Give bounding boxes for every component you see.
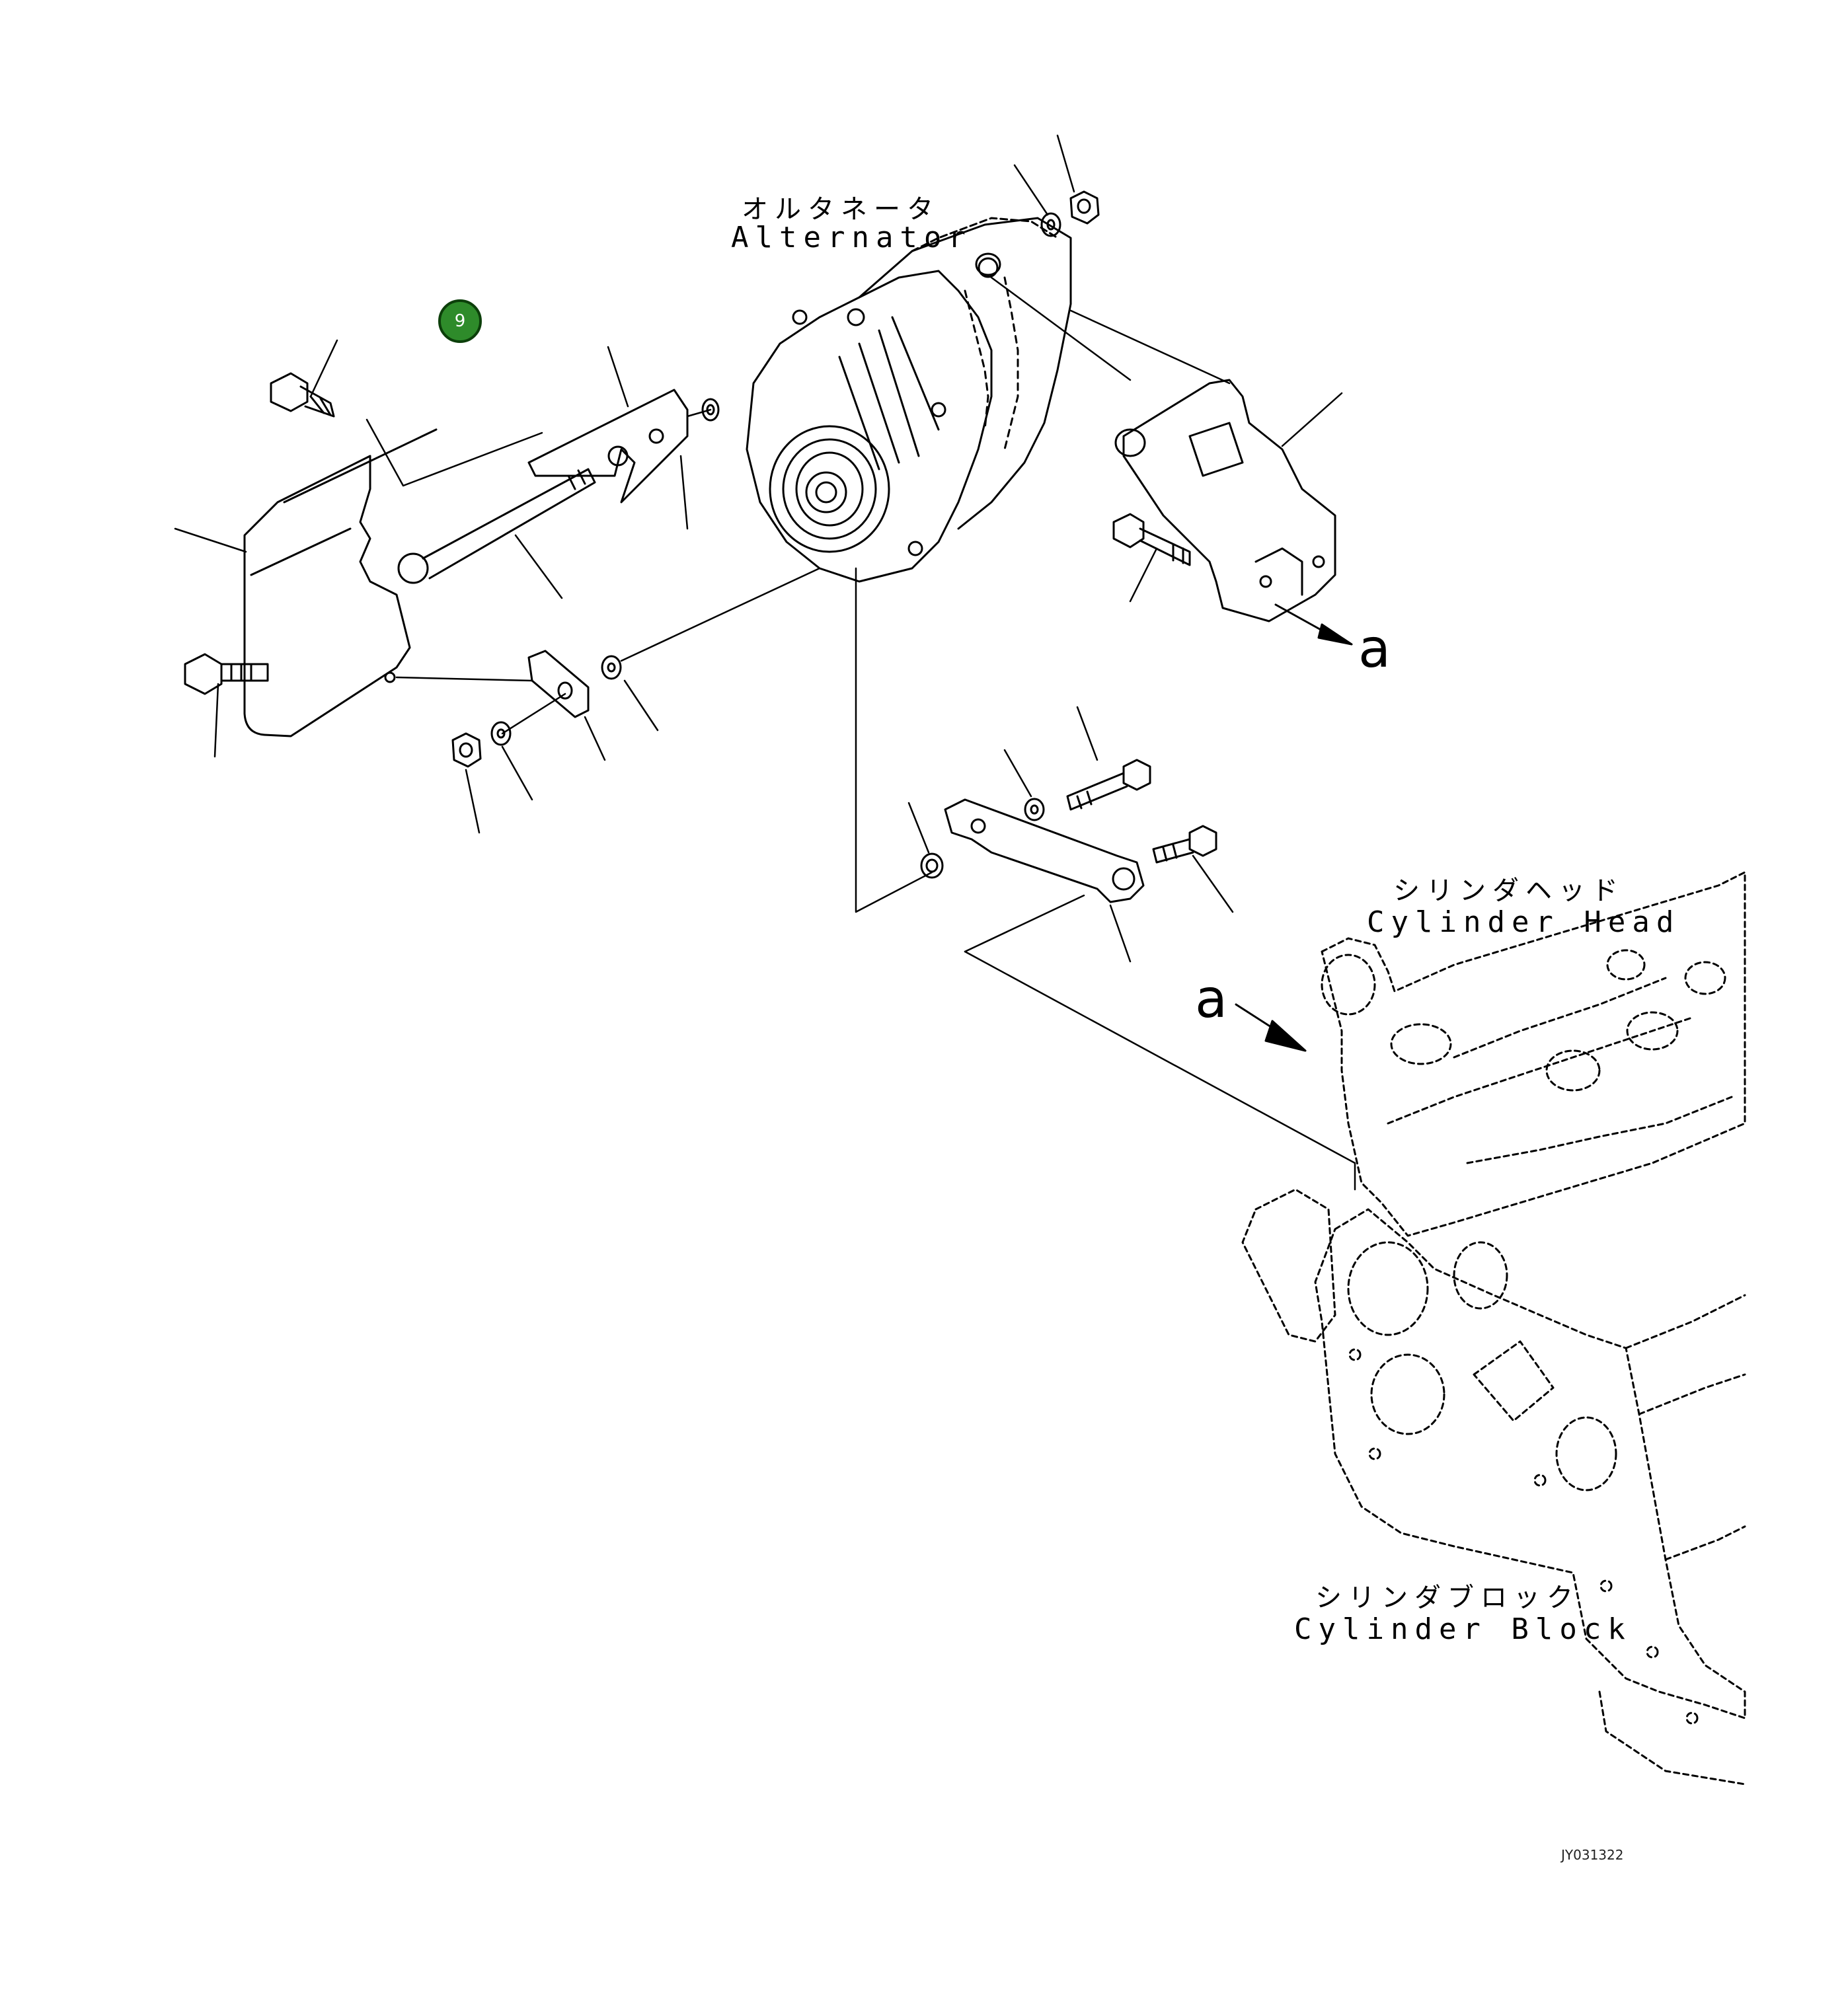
rear-bracket xyxy=(1114,379,1336,622)
callout-badge-9[interactable]: 9 xyxy=(438,299,482,343)
bolt-left xyxy=(184,653,269,695)
washer-mid xyxy=(601,655,622,680)
document-id: JY031322 xyxy=(1561,1847,1624,1863)
long-bolt xyxy=(397,468,596,584)
view-mark-a-1: a xyxy=(1358,618,1391,679)
nut-top xyxy=(1069,190,1100,225)
cylinder-head-label-en: Cylinder Head xyxy=(1367,905,1681,939)
washer-arm xyxy=(1024,798,1045,821)
alternator-label-jp: オルタネータ xyxy=(742,194,940,225)
washer-top xyxy=(1040,212,1061,237)
bolt-arm-right xyxy=(1152,825,1217,864)
cylinder-block-label-jp: シリンダブロック xyxy=(1315,1583,1580,1613)
washer-low xyxy=(490,721,512,746)
bolt-top-left xyxy=(270,372,335,418)
lower-arm xyxy=(944,798,1145,903)
view-arrow-a-2 xyxy=(1235,1003,1307,1052)
nut-low xyxy=(451,732,482,768)
cylinder-block-label-en: Cylinder Block xyxy=(1294,1612,1632,1646)
view-mark-a-2: a xyxy=(1195,968,1228,1030)
assembly-lines xyxy=(366,276,1356,1191)
view-arrow-a-1 xyxy=(1274,603,1353,646)
adjust-bracket xyxy=(527,389,689,504)
alternator-body xyxy=(746,217,1072,583)
cylinder-head-label-jp: シリンダヘッド xyxy=(1393,876,1625,906)
alternator-mount-ear xyxy=(911,217,1059,276)
washer-upper xyxy=(701,398,720,422)
alternator-label-en: Alternator xyxy=(731,221,972,254)
clip-block xyxy=(527,650,590,718)
spacer-lower xyxy=(920,852,944,879)
engine-cylinder-block xyxy=(1241,1188,1746,1786)
bolt-arm-upper xyxy=(1066,759,1151,811)
leader-lines xyxy=(174,134,1343,963)
bolt-rear-bracket xyxy=(1112,513,1191,566)
engine-cylinder-head xyxy=(1321,871,1746,1237)
mounting-plate xyxy=(243,428,438,737)
